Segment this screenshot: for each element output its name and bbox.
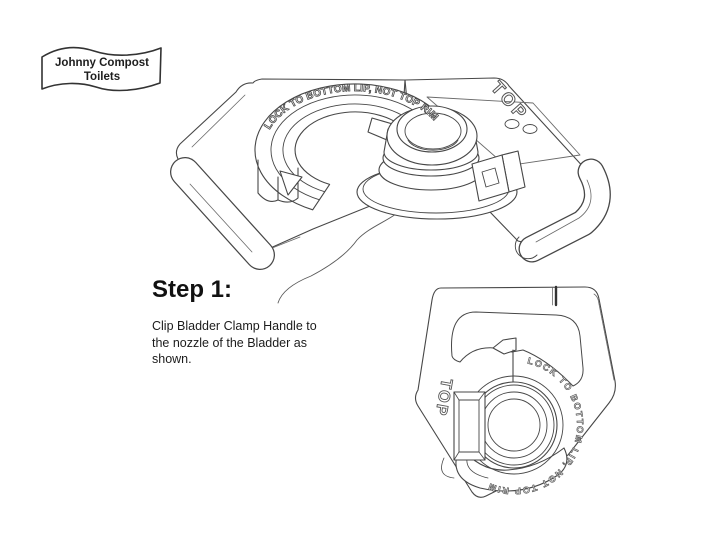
step-block: Step 1: Clip Bladder Clamp Handle to the… [152,276,352,368]
logo-text-line2: Toilets [84,71,120,83]
collar-lock-wedge [279,170,303,196]
logo-text-line1: Johnny Compost [55,57,149,69]
latch-bracket-bevels [453,391,486,461]
left-grip-body [171,158,274,269]
logo-banner-outline [41,46,162,92]
step-heading: Step 1: [152,276,233,303]
right-handle-ridge [535,179,592,243]
clamp-right-wing-frame [426,96,581,167]
lock-tab [492,337,517,355]
instruction-line: the nozzle of the Bladder as [152,335,307,350]
detail-figure-clamp-front: TOP LOCK TO BOTTOM LIP, NOT TOP RIM [414,285,616,498]
latch-pin-left [504,119,520,129]
main-figure-clamp-isometric: TOP LOCK TO BOTTOM LIP, NOT TOP RIM [170,77,611,304]
company-logo: Johnny Compost Toilets [41,46,162,92]
nozzle-hole [487,398,541,452]
instruction-line: shown. [152,352,192,366]
right-handle-body [519,159,610,262]
bladder-outline-squiggle [277,199,413,304]
handle-cutout [451,311,584,387]
latch-front-face [471,154,510,202]
right-handle-end-cap [514,236,538,260]
clamp-body-edge-line [593,293,615,381]
nozzle-mouth-inner [404,112,462,150]
latch-pin-right [522,124,538,134]
latch-bracket-inner [458,399,480,453]
instruction-line: Clip Bladder Clamp Handle to [152,319,317,333]
left-grip-ridge [189,183,253,253]
step-instructions: Clip Bladder Clamp Handle to the nozzle … [152,318,352,368]
bladder-lip-scroll [455,445,568,492]
detail-top-label: TOP [431,377,454,418]
latch-window [481,167,500,188]
nozzle-mouth-depth-arc [407,139,459,151]
